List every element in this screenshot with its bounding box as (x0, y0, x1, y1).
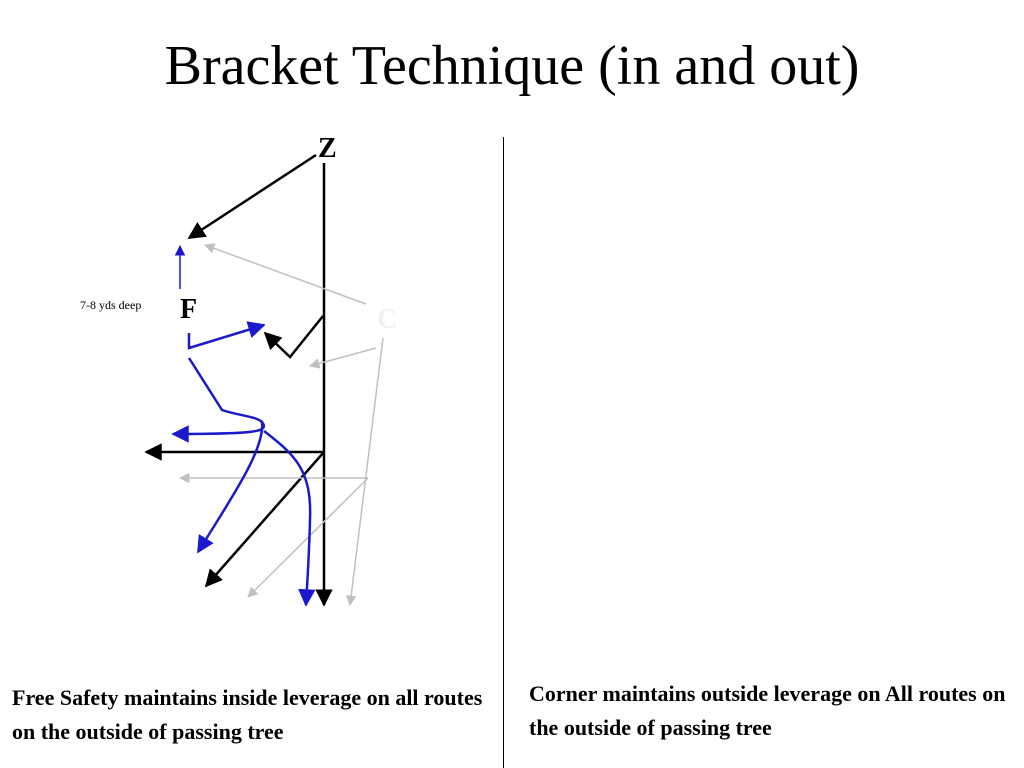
safety-fade-route (196, 421, 264, 554)
z-comeback-route (263, 315, 324, 359)
safety-main-route (171, 357, 266, 443)
z-label: Z (318, 133, 337, 164)
slide-title: Bracket Technique (in and out) (164, 35, 860, 97)
safety-vertical-route (263, 430, 316, 607)
f-label: F (180, 294, 197, 325)
receiver-route-tree (144, 153, 333, 607)
z-corner-route (187, 153, 317, 240)
corner-deep-route (204, 243, 367, 305)
corner-coverage (178, 243, 384, 607)
c-label: C (377, 304, 397, 335)
corner-vertical-route (345, 337, 384, 607)
corner-caption: Corner maintains outside leverage on All… (529, 681, 1006, 740)
depth-label: 7-8 yds deep (80, 298, 141, 312)
free-safety-caption: Free Safety maintains inside leverage on… (12, 685, 483, 744)
free-safety-coverage (171, 244, 316, 607)
corner-fade-route (247, 477, 369, 598)
divider-line (503, 137, 504, 768)
z-fade-route (204, 451, 325, 588)
safety-drive-route (187, 321, 266, 350)
corner-flat-route (308, 347, 377, 369)
